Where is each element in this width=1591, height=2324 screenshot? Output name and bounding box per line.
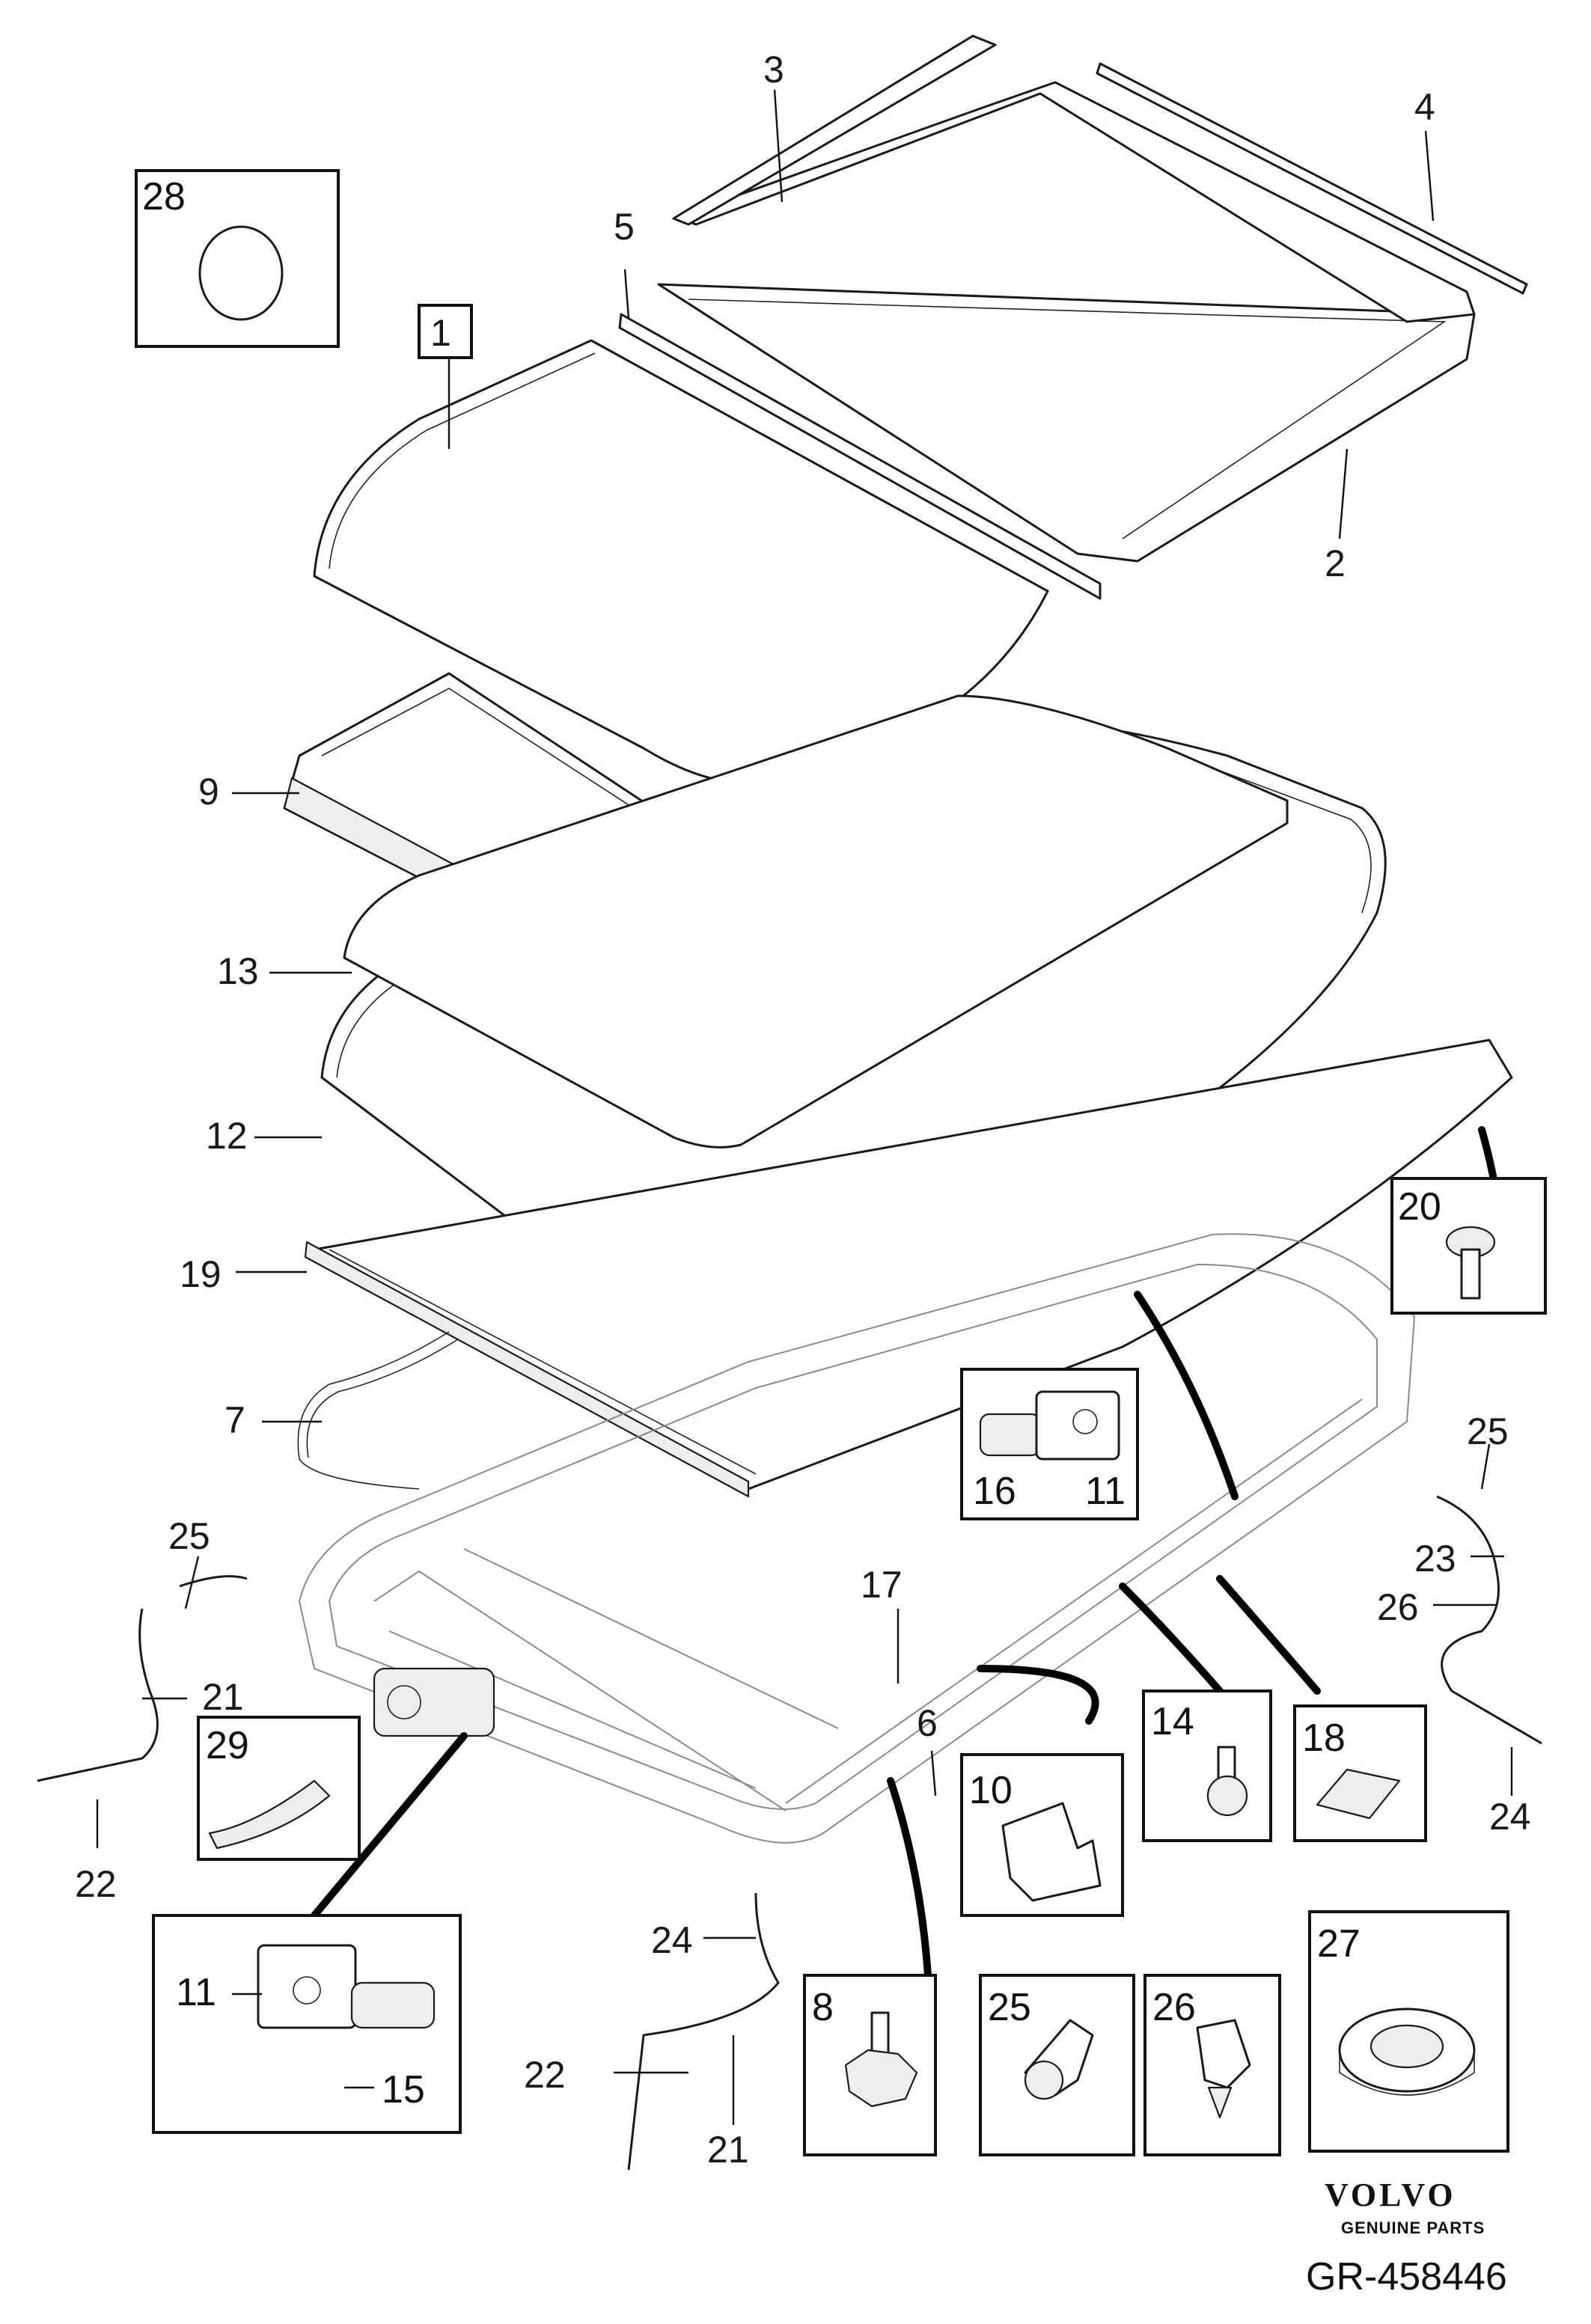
callout-1: 1 <box>430 312 451 354</box>
inset-14-label: 14 <box>1151 1700 1194 1743</box>
callout-25: 25 <box>168 1515 210 1557</box>
mechanism-frame <box>298 1233 1416 1844</box>
roof-frame <box>618 34 1528 600</box>
inset-10: 10 <box>960 1753 1124 1917</box>
callout-24: 24 <box>1489 1796 1531 1838</box>
callout-4: 4 <box>1414 86 1435 128</box>
callout-22: 22 <box>75 1863 117 1905</box>
inset-25: 25 <box>979 1974 1135 2156</box>
inset-14: 14 <box>1142 1690 1272 1842</box>
callout-21: 21 <box>707 2129 749 2171</box>
brand-name: VOLVO <box>1325 2177 1456 2213</box>
callout-13: 13 <box>217 950 259 992</box>
inset-18-label: 18 <box>1302 1716 1346 1760</box>
inset-15-label: 15 <box>382 2068 425 2112</box>
volvo-logo: VOLVO GENUINE PARTS <box>1325 2177 1485 2237</box>
drain-hose-bottom <box>627 1892 780 2171</box>
inset-29-label: 29 <box>206 1724 249 1767</box>
leader-lines <box>96 89 1513 2125</box>
callout-numbers: 3 4 5 2 9 13 12 19 7 17 6 25 21 22 25 23… <box>75 49 1531 2171</box>
callout-22: 22 <box>524 2054 566 2096</box>
inset-20-label: 20 <box>1398 1185 1441 1229</box>
callout-5: 5 <box>614 206 635 248</box>
inset-25-label: 25 <box>988 1986 1031 2029</box>
inset-18: 18 <box>1293 1704 1427 1842</box>
inset-27: 27 <box>1308 1910 1509 2153</box>
inset-28: 28 <box>135 169 340 348</box>
callout-7: 7 <box>225 1399 245 1441</box>
inset-27-label: 27 <box>1317 1922 1361 1966</box>
inset-26-label: 26 <box>1152 1986 1196 2029</box>
inset-16-label: 16 <box>973 1470 1016 1513</box>
callout-25: 25 <box>1467 1410 1509 1452</box>
inset-8: 8 <box>803 1974 937 2156</box>
callout-12: 12 <box>206 1115 248 1157</box>
drain-hose-right <box>1436 1495 1542 1745</box>
wire-harness <box>297 1331 459 1490</box>
inset-motor-16: 16 11 <box>960 1368 1139 1520</box>
callout-21: 21 <box>202 1676 244 1718</box>
callout-23: 23 <box>1414 1538 1456 1580</box>
callout-3: 3 <box>763 49 784 91</box>
callout-9: 9 <box>198 771 219 813</box>
callout-6: 6 <box>917 1702 938 1744</box>
inset-26: 26 <box>1143 1974 1281 2156</box>
inset-28-label: 28 <box>142 175 186 218</box>
inset-11-label: 11 <box>1085 1470 1126 1513</box>
reference-number: GR-458446 <box>1306 2255 1507 2299</box>
inset-11-label: 11 <box>176 1971 216 2014</box>
callout-24: 24 <box>651 1919 693 1961</box>
callout-2: 2 <box>1325 542 1346 584</box>
seal-inner <box>343 694 1289 1149</box>
callout-1-box: 1 <box>418 304 473 359</box>
callout-26: 26 <box>1377 1586 1419 1628</box>
drain-hose-left <box>37 1575 248 1782</box>
callout-17: 17 <box>861 1564 903 1606</box>
inset-20: 20 <box>1390 1177 1547 1315</box>
motor-assembly <box>373 1667 495 1737</box>
inset-29: 29 <box>197 1716 361 1861</box>
brand-sub: GENUINE PARTS <box>1341 2218 1485 2237</box>
inset-10-label: 10 <box>969 1769 1013 1812</box>
pointer-arrows <box>311 1126 1508 1979</box>
inset-motor-15: 11 15 <box>152 1914 462 2134</box>
sunshade-blind <box>304 1039 1513 1498</box>
callout-19: 19 <box>180 1253 222 1295</box>
inset-8-label: 8 <box>812 1986 834 2029</box>
